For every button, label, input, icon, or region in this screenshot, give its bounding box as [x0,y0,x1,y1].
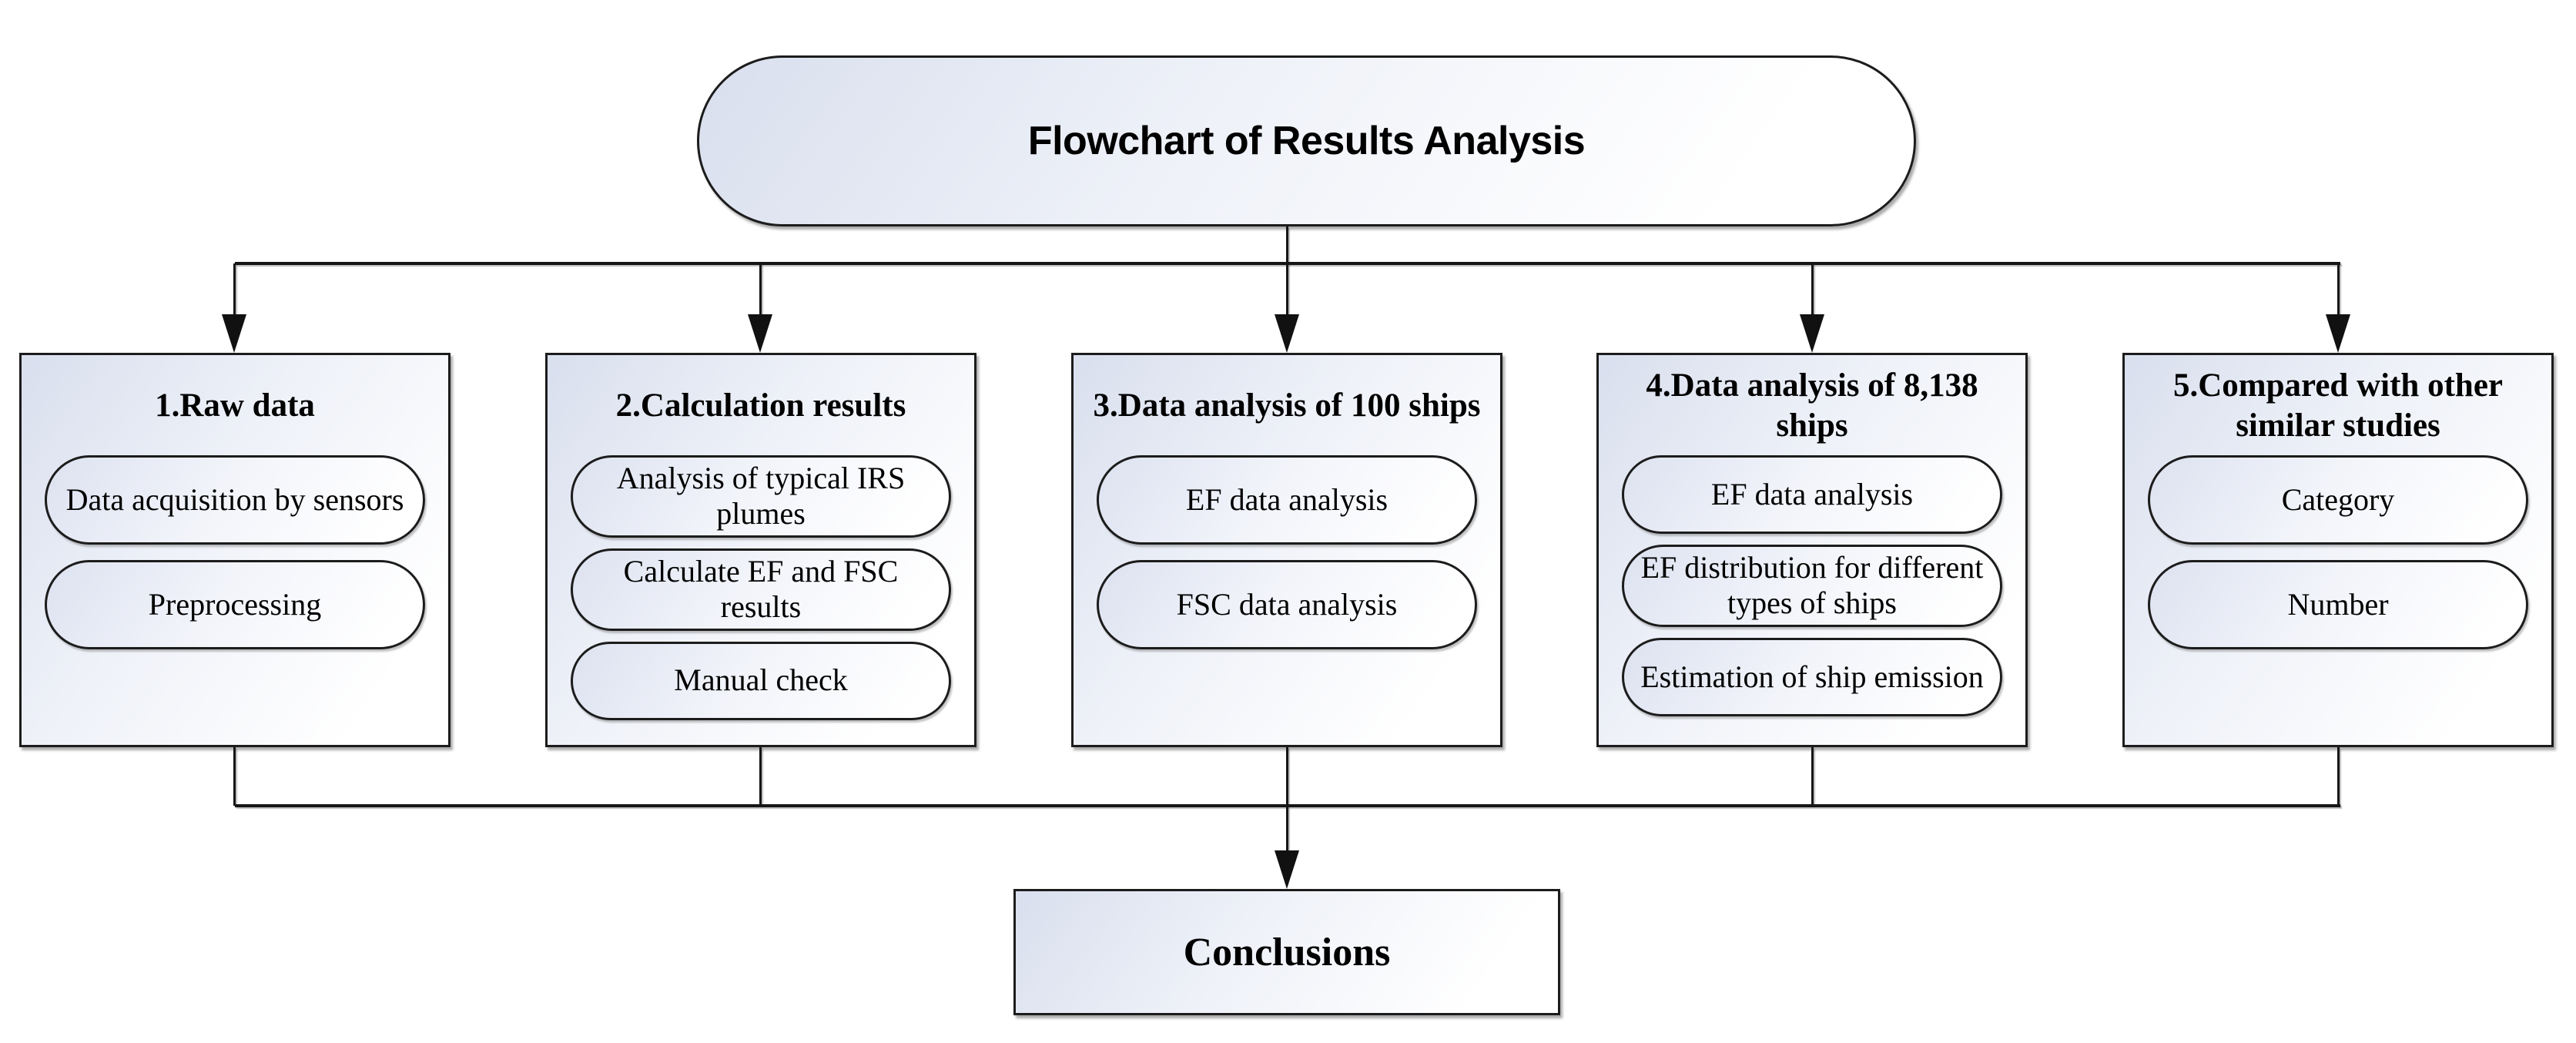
conclusions-label: Conclusions [1183,930,1391,974]
arrowhead-box-5-icon [2326,314,2350,353]
connector-title-stem [1286,226,1288,263]
flowchart-title-node: Flowchart of Results Analysis [697,55,1916,226]
step-pill-label: EF data analysis [1185,481,1388,517]
step-pill-label: Preprocessing [148,586,322,622]
step-pill: Category [2148,455,2528,545]
step-pill-label: Estimation of ship emission [1640,659,1984,694]
arrowhead-box-4-icon [1800,314,1824,353]
step-pill-label: Calculate EF and FSC results [623,553,899,625]
stage-box-title: 1.Raw data [155,387,315,424]
step-pill-label: Category [2281,481,2395,517]
step-pill: Calculate EF and FSC results [571,548,951,631]
step-pill-label: Data acquisition by sensors [65,481,404,517]
connector-conclusion-stem [1286,806,1288,854]
arrowhead-box-3-icon [1275,314,1299,353]
step-pill-label: Number [2287,586,2389,622]
stage-box-analysis-100-ships: 3.Data analysis of 100 ships EF data ana… [1071,353,1502,747]
stage-box-compared-studies: 5.Compared with other similar studies Ca… [2122,353,2554,747]
connector-stub-4 [1811,747,1814,806]
connector-stub-1 [233,747,236,806]
step-pill: Analysis of typical IRS plumes [571,455,951,538]
connector-drop-1 [233,263,236,317]
arrowhead-box-2-icon [748,314,772,353]
step-pill-label: Manual check [674,662,848,698]
step-pill: Number [2148,560,2528,649]
stage-box-calculation-results: 2.Calculation results Analysis of typica… [545,353,976,747]
connector-stub-2 [759,747,762,806]
stage-box-title: 3.Data analysis of 100 ships [1093,387,1481,424]
connector-drop-2 [759,263,762,317]
step-pill: EF data analysis [1097,455,1477,545]
connector-drop-5 [2337,263,2340,317]
stage-box-analysis-8138-ships: 4.Data analysis of 8,138 ships EF data a… [1596,353,2028,747]
connector-stub-5 [2337,747,2340,806]
arrowhead-box-1-icon [222,314,246,353]
stage-box-title: 4.Data analysis of 8,138 ships [1646,367,1978,444]
step-pill: Manual check [571,641,951,720]
flowchart-title-label: Flowchart of Results Analysis [1027,119,1586,163]
connector-drop-3 [1286,263,1288,317]
step-pill-label: Analysis of typical IRS plumes [616,461,906,532]
step-pill: FSC data analysis [1097,560,1477,649]
conclusions-box: Conclusions [1013,889,1560,1015]
step-pill-label: EF distribution for different types of s… [1640,550,1984,621]
arrowhead-conclusions-icon [1275,850,1299,889]
step-pill: EF data analysis [1622,455,2002,534]
connector-stub-3 [1286,747,1288,806]
step-pill: Preprocessing [45,560,425,649]
stage-box-title: 5.Compared with other similar studies [2173,367,2503,444]
stage-box-raw-data: 1.Raw data Data acquisition by sensors P… [19,353,451,747]
step-pill: EF distribution for different types of s… [1622,545,2002,627]
connector-drop-4 [1811,263,1814,317]
step-pill: Estimation of ship emission [1622,637,2002,716]
stage-box-title: 2.Calculation results [615,387,906,424]
step-pill: Data acquisition by sensors [45,455,425,545]
step-pill-label: EF data analysis [1710,476,1914,511]
step-pill-label: FSC data analysis [1176,586,1398,622]
